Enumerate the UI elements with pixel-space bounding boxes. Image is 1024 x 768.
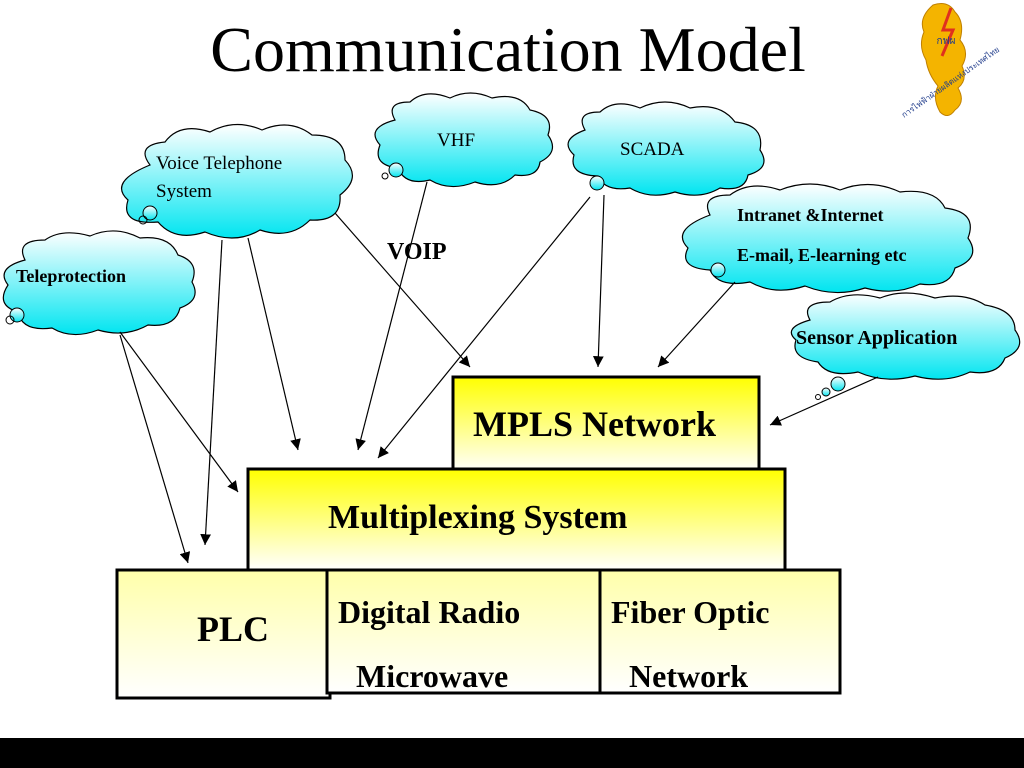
digital-radio-line-2: Microwave [356, 658, 509, 694]
voip-label: VOIP [387, 239, 447, 265]
logo-glyph: กฟผ [937, 36, 956, 47]
thailand-map-icon [920, 3, 966, 116]
arrow-voice-to-plc [200, 239, 223, 546]
cloud-teleprotection [2, 230, 196, 336]
arrow-teleprotection-to-mux [119, 331, 239, 493]
arrow-intranet-to-mpls [657, 281, 736, 368]
sensor-application-label: Sensor Application [796, 327, 958, 349]
intranet-label: Intranet &Internet E-mail, E-learning et… [737, 195, 906, 275]
arrow-voice-to-mpls [334, 212, 471, 368]
plc-label: PLC [197, 609, 269, 649]
cloud-voice-telephone [121, 123, 353, 239]
fiber-optic-label: Fiber Optic Network [611, 580, 770, 708]
digital-radio-box [325, 568, 603, 695]
digital-radio-label: Digital Radio Microwave [338, 580, 520, 708]
multiplexing-system-label: Multiplexing System [328, 499, 628, 536]
vhf-label: VHF [437, 130, 476, 151]
fiber-optic-line-1: Fiber Optic [611, 594, 770, 630]
teleprotection-label: Teleprotection [16, 266, 126, 286]
egat-logo: กฟผ การไฟฟ้าฝ่ายผลิตแห่งประเทศไทย [900, 3, 1001, 120]
fiber-optic-box [598, 568, 842, 695]
voice-telephone-line-2: System [156, 181, 212, 202]
mpls-network-box [451, 375, 761, 474]
lightning-icon [940, 7, 956, 57]
intranet-line-1: Intranet &Internet [737, 205, 884, 225]
scada-label: SCADA [620, 139, 685, 160]
page-title: Communication Model [210, 14, 806, 85]
arrow-voice-to-mux [247, 237, 301, 451]
digital-radio-line-1: Digital Radio [338, 594, 521, 630]
arrow-teleprotection-to-plc [119, 334, 191, 564]
cloud-sensor [790, 292, 1021, 400]
voice-telephone-label: Voice Telephone System [156, 150, 282, 206]
connection-arrows [119, 181, 879, 564]
fiber-optic-line-2: Network [629, 658, 749, 694]
arrow-scada-to-mux [377, 196, 591, 459]
mpls-network-label: MPLS Network [473, 404, 716, 444]
bottom-bar [0, 738, 1024, 768]
voice-telephone-line-1: Voice Telephone [156, 153, 283, 174]
intranet-line-2: E-mail, E-learning etc [737, 245, 907, 265]
arrow-vhf-to-mux [355, 181, 428, 451]
cloud-intranet [682, 183, 974, 294]
cloud-scada [567, 101, 765, 196]
arrow-sensor-to-mpls [769, 376, 879, 426]
cloud-vhf [374, 92, 554, 188]
arrow-scada-to-mpls [592, 194, 605, 368]
multiplexing-system-box [246, 467, 787, 572]
